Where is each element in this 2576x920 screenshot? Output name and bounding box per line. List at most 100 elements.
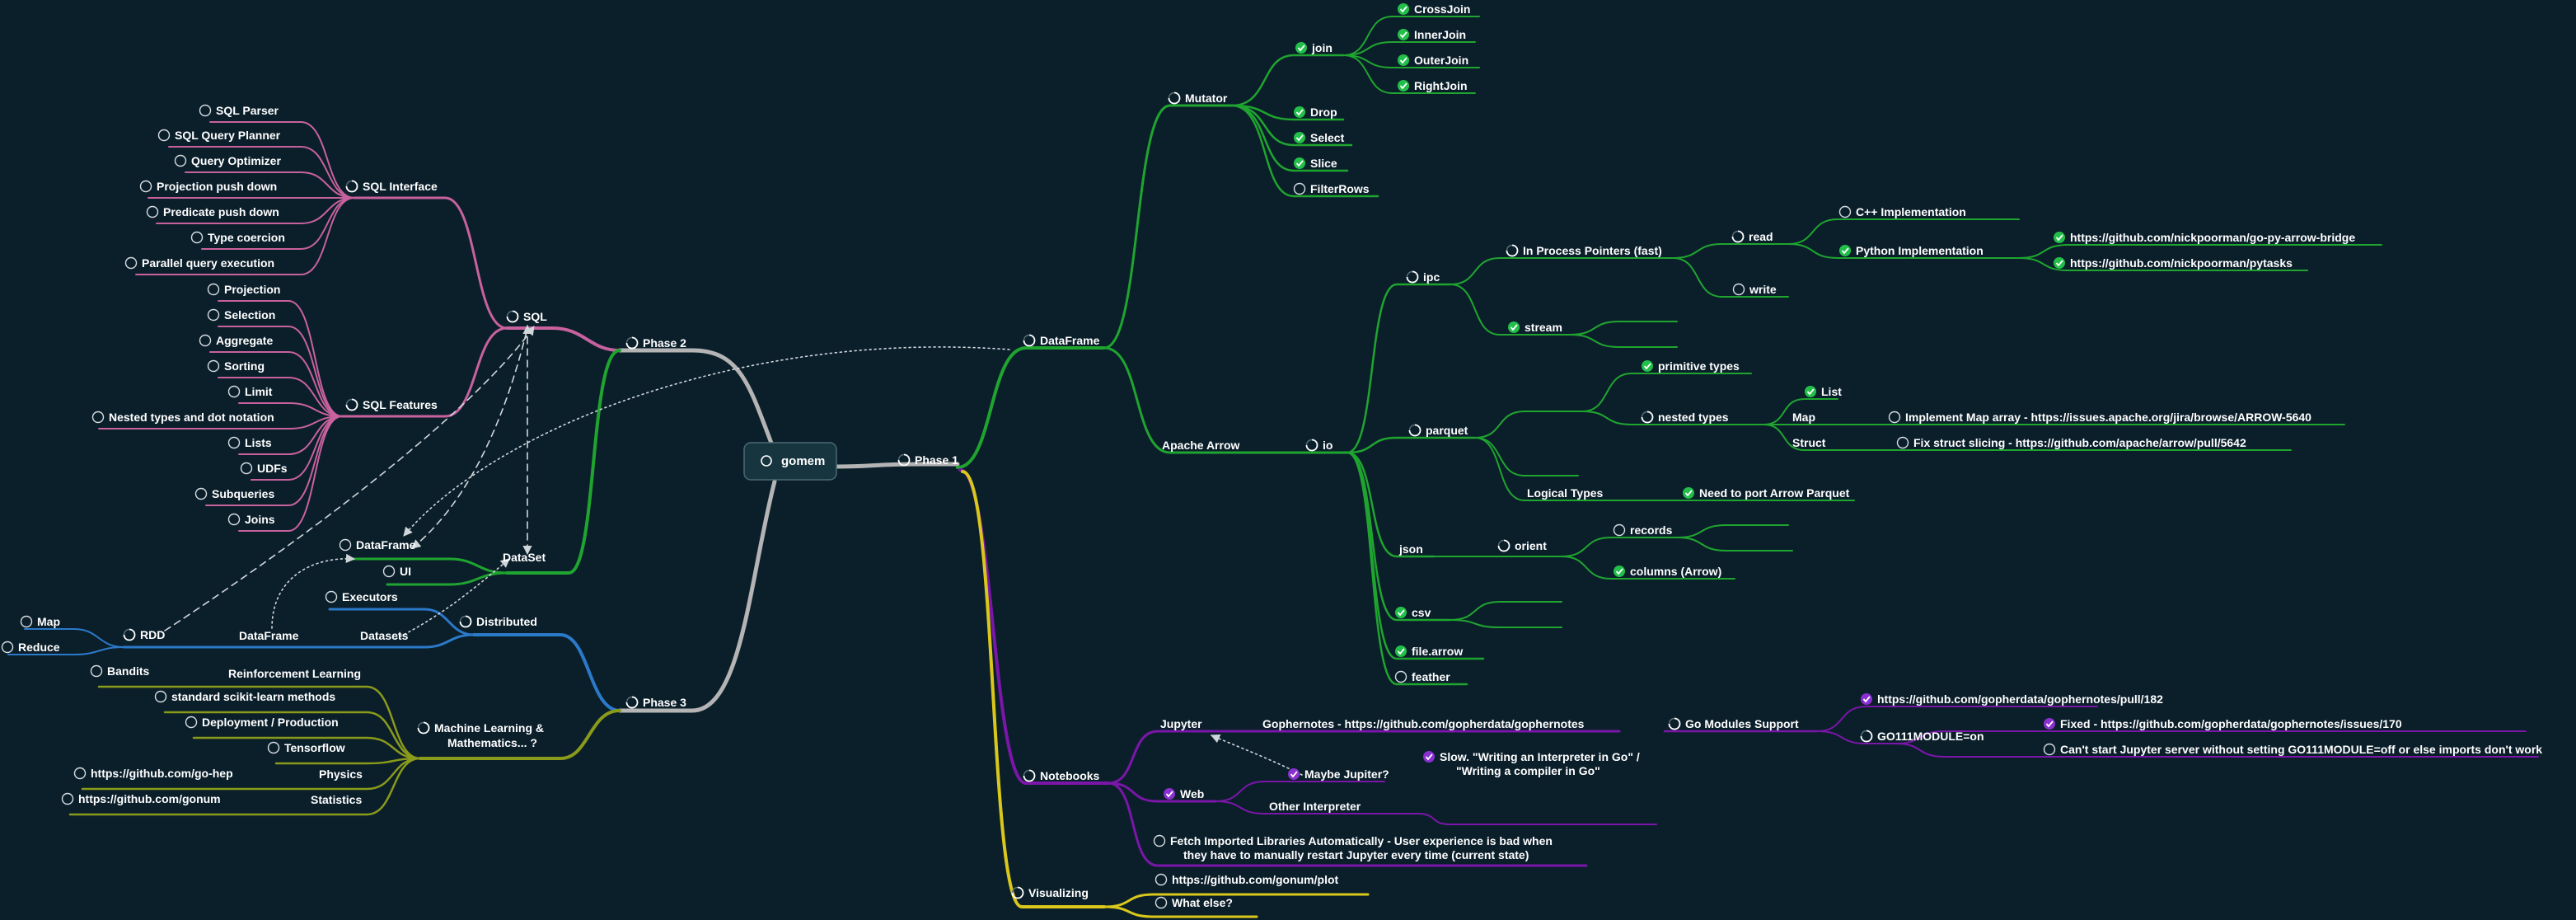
node-filterrows[interactable]: FilterRows — [1310, 182, 1370, 195]
node-write[interactable]: write — [1749, 283, 1777, 296]
node-rdd[interactable]: RDD — [140, 628, 165, 641]
node-ml[interactable]: Machine Learning & — [434, 721, 544, 735]
node-statistics[interactable]: Statistics — [311, 793, 362, 806]
node-select[interactable]: Select — [1310, 131, 1345, 144]
node-slow-line1[interactable]: Slow. "Writing an Interpreter in Go" / — [1440, 750, 1640, 763]
node-query-optimizer[interactable]: Query Optimizer — [191, 154, 281, 167]
node-bridge-url[interactable]: https://github.com/nickpoorman/go-py-arr… — [2070, 231, 2355, 244]
node-fetch-line1[interactable]: Fetch Imported Libraries Automatically -… — [1170, 834, 1553, 847]
node-executors[interactable]: Executors — [342, 590, 398, 603]
node-what-else[interactable]: What else? — [1172, 896, 1233, 909]
node-udfs[interactable]: UDFs — [257, 462, 288, 475]
node-struct-fix[interactable]: Fix struct slicing - https://github.com/… — [1913, 436, 2246, 449]
node-sorting[interactable]: Sorting — [224, 359, 265, 373]
node-reinforcement[interactable]: Reinforcement Learning — [228, 667, 361, 680]
node-projection-push[interactable]: Projection push down — [157, 180, 277, 193]
node-maybe-jupiter[interactable]: Maybe Jupiter? — [1304, 767, 1389, 781]
node-visualizing[interactable]: Visualizing — [1028, 886, 1089, 899]
node-gophernotes[interactable]: Gophernotes - https://github.com/gopherd… — [1262, 717, 1585, 730]
node-file-arrow[interactable]: file.arrow — [1412, 645, 1463, 658]
node-crossjoin[interactable]: CrossJoin — [1414, 2, 1470, 16]
node-rightjoin[interactable]: RightJoin — [1414, 79, 1468, 92]
node-deployment[interactable]: Deployment / Production — [202, 716, 339, 729]
node-map2[interactable]: Map — [37, 615, 60, 628]
node-selection[interactable]: Selection — [224, 308, 275, 322]
node-port-parquet[interactable]: Need to port Arrow Parquet — [1699, 486, 1850, 500]
node-bandits[interactable]: Bandits — [107, 664, 150, 678]
node-datasets[interactable]: Datasets — [360, 629, 409, 642]
node-logical-types[interactable]: Logical Types — [1527, 486, 1604, 500]
node-slice[interactable]: Slice — [1310, 157, 1337, 170]
node-stream[interactable]: stream — [1525, 321, 1562, 334]
node-parallel-query[interactable]: Parallel query execution — [142, 256, 274, 270]
node-dataset[interactable]: DataSet — [503, 551, 546, 564]
node-fixed170[interactable]: Fixed - https://github.com/gopherdata/go… — [2060, 717, 2402, 730]
root-node[interactable]: gomem — [743, 442, 837, 481]
node-ipc[interactable]: ipc — [1423, 270, 1440, 284]
node-fetch-line2[interactable]: they have to manually restart Jupyter ev… — [1183, 848, 1529, 861]
node-lists[interactable]: Lists — [245, 436, 272, 449]
node-joins[interactable]: Joins — [245, 513, 275, 526]
node-list[interactable]: List — [1821, 385, 1842, 398]
node-phase1[interactable]: Phase 1 — [915, 453, 958, 467]
node-dist-dataframe[interactable]: DataFrame — [239, 629, 299, 642]
node-scikit[interactable]: standard scikit-learn methods — [171, 690, 335, 703]
node-in-process[interactable]: In Process Pointers (fast) — [1523, 244, 1662, 257]
node-phase3[interactable]: Phase 3 — [643, 696, 686, 709]
node-distributed[interactable]: Distributed — [476, 615, 537, 628]
node-type-coercion[interactable]: Type coercion — [208, 231, 285, 244]
node-go111[interactable]: GO111MODULE=on — [1877, 730, 1984, 743]
node-pytasks-url[interactable]: https://github.com/nickpoorman/pytasks — [2070, 256, 2293, 270]
node-reduce[interactable]: Reduce — [18, 641, 60, 654]
node-gonum[interactable]: https://github.com/gonum — [78, 792, 221, 805]
node-io[interactable]: io — [1323, 439, 1332, 452]
node-drop[interactable]: Drop — [1310, 106, 1337, 119]
node-slow-line2[interactable]: "Writing a compiler in Go" — [1456, 764, 1600, 777]
node-notebooks[interactable]: Notebooks — [1040, 769, 1100, 782]
node-other-interpreter[interactable]: Other Interpreter — [1269, 800, 1361, 813]
node-subqueries[interactable]: Subqueries — [212, 487, 274, 500]
node-jupyter[interactable]: Jupyter — [1160, 717, 1202, 730]
node-ml2[interactable]: Mathematics... ? — [447, 736, 537, 749]
node-sql-features[interactable]: SQL Features — [363, 398, 438, 411]
node-sql[interactable]: SQL — [523, 310, 547, 323]
node-sql-interface[interactable]: SQL Interface — [363, 180, 438, 193]
node-innerjoin[interactable]: InnerJoin — [1414, 28, 1466, 41]
node-python-impl[interactable]: Python Implementation — [1856, 244, 1984, 257]
node-ui[interactable]: UI — [400, 565, 411, 578]
node-phase2[interactable]: Phase 2 — [643, 336, 686, 350]
node-map[interactable]: Map — [1792, 411, 1815, 424]
node-join[interactable]: join — [1311, 41, 1332, 54]
node-columns[interactable]: columns (Arrow) — [1630, 565, 1721, 578]
node-feather[interactable]: feather — [1412, 670, 1450, 683]
node-dataframe[interactable]: DataFrame — [1040, 334, 1100, 347]
node-cpp-impl[interactable]: C++ Implementation — [1856, 205, 1966, 218]
node-mutator[interactable]: Mutator — [1185, 92, 1228, 105]
node-nested-types[interactable]: nested types — [1658, 411, 1729, 424]
node-pull182[interactable]: https://github.com/gopherdata/gophernote… — [1877, 692, 2163, 706]
node-map-impl[interactable]: Implement Map array - https://issues.apa… — [1905, 411, 2311, 424]
node-aggregate[interactable]: Aggregate — [216, 334, 273, 347]
node-gonum-plot[interactable]: https://github.com/gonum/plot — [1172, 873, 1339, 886]
node-physics[interactable]: Physics — [319, 767, 363, 781]
node-nested-dot[interactable]: Nested types and dot notation — [109, 411, 274, 424]
node-sql-parser[interactable]: SQL Parser — [216, 104, 279, 117]
node-apache-arrow[interactable]: Apache Arrow — [1162, 439, 1240, 452]
node-gohep[interactable]: https://github.com/go-hep — [91, 767, 233, 780]
node-cant-start[interactable]: Can't start Jupyter server without setti… — [2060, 743, 2542, 756]
node-predicate-push[interactable]: Predicate push down — [163, 205, 279, 218]
node-web[interactable]: Web — [1180, 787, 1204, 800]
node-go-modules[interactable]: Go Modules Support — [1685, 717, 1799, 730]
node-struct[interactable]: Struct — [1792, 436, 1826, 449]
node-ds-dataframe[interactable]: DataFrame — [356, 538, 416, 552]
node-csv[interactable]: csv — [1412, 606, 1431, 619]
node-limit[interactable]: Limit — [245, 385, 273, 398]
node-json[interactable]: json — [1398, 542, 1423, 556]
node-orient[interactable]: orient — [1515, 539, 1547, 552]
node-outerjoin[interactable]: OuterJoin — [1414, 54, 1468, 67]
node-tensorflow[interactable]: Tensorflow — [284, 741, 345, 754]
node-parquet[interactable]: parquet — [1426, 424, 1468, 437]
node-records[interactable]: records — [1630, 523, 1673, 537]
node-read[interactable]: read — [1749, 230, 1773, 243]
node-primitive-types[interactable]: primitive types — [1658, 359, 1740, 373]
